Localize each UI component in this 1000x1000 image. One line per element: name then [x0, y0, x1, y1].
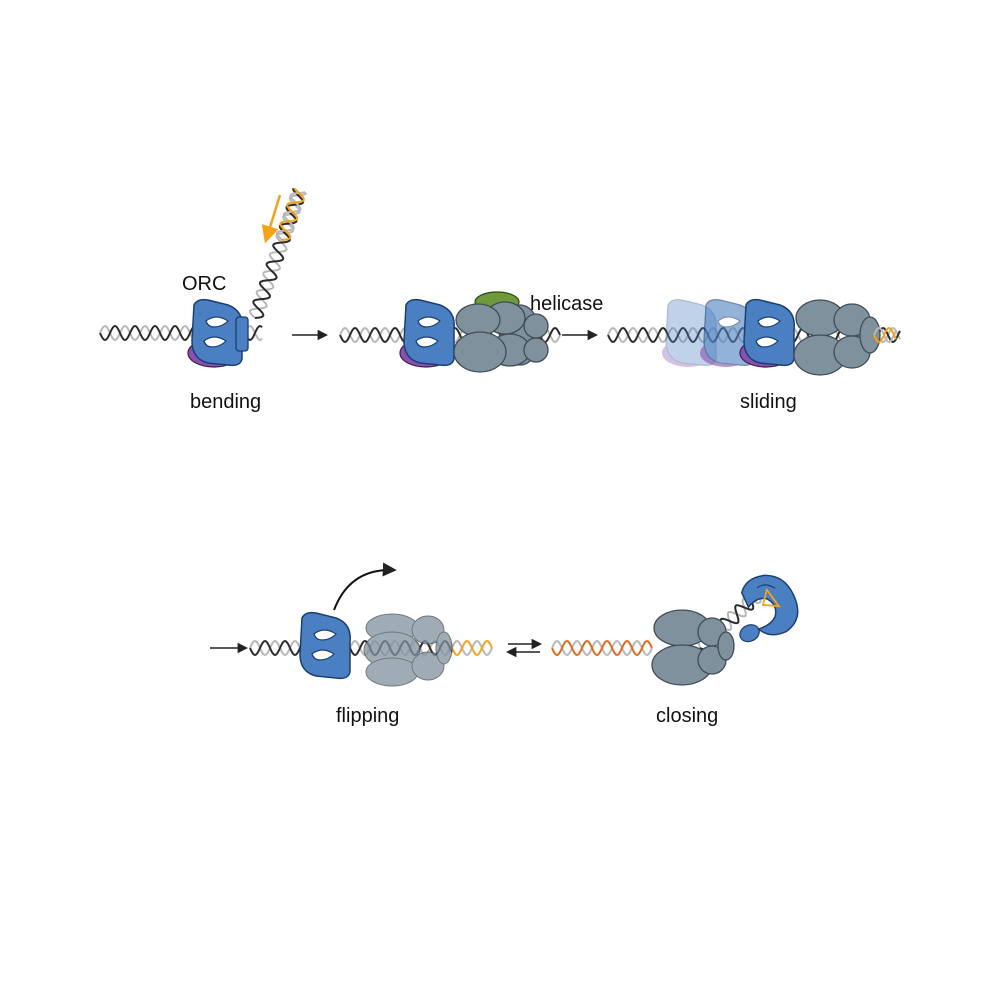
closing-label: closing	[656, 705, 719, 727]
panel-closing	[551, 574, 799, 686]
dna-strand-sliding-tip	[873, 326, 897, 344]
helicase-label: helicase	[530, 293, 604, 315]
yellow-arrow-icon	[261, 194, 282, 244]
orc-complex-icon	[739, 298, 795, 368]
orc-complex-icon	[187, 298, 249, 368]
panel-helicase	[339, 291, 561, 373]
orc-complex-icon	[739, 574, 799, 643]
panel-bending	[99, 187, 308, 368]
orc-label: ORC	[182, 273, 227, 295]
dna-strand-bending-left	[99, 324, 199, 342]
sliding-label: sliding	[740, 391, 797, 413]
panel-sliding	[607, 298, 901, 376]
bending-label: bending	[190, 391, 262, 413]
panel-flipping	[210, 562, 493, 687]
dna-strand-flipping-tip	[451, 639, 493, 657]
equilibrium-arrows-icon	[505, 638, 543, 658]
orc-complex-icon	[399, 298, 455, 368]
dna-strand-bending-up	[249, 188, 308, 319]
orc-complex-icon	[299, 611, 351, 680]
helicase-complex-icon	[651, 609, 735, 686]
helicase-complex-icon	[363, 613, 453, 687]
dna-strand-bending-tip	[276, 187, 306, 241]
dna-strand-closing-left	[551, 639, 653, 657]
flipping-label: flipping	[336, 705, 400, 727]
curved-arrow-icon	[333, 562, 397, 611]
helicase-complex-icon	[453, 291, 549, 373]
helicase-complex-icon	[793, 299, 881, 376]
